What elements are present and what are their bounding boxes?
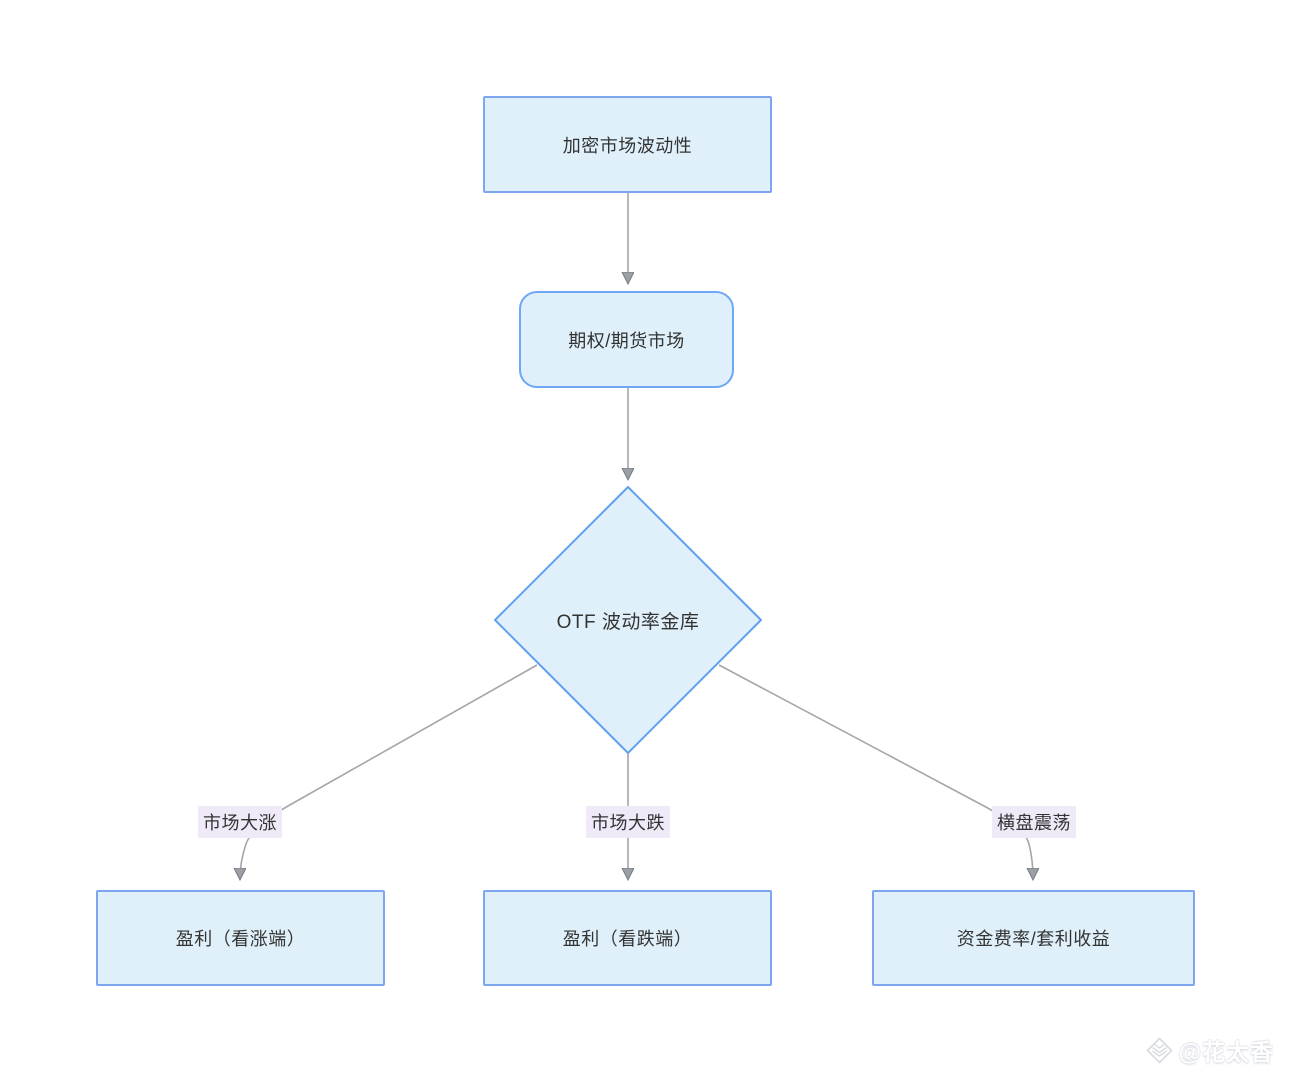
node-crypto-volatility-label: 加密市场波动性 <box>562 135 693 156</box>
edge-label-sideways: 横盘震荡 <box>992 806 1076 838</box>
node-crypto-volatility: 加密市场波动性 <box>483 96 772 193</box>
node-funding-arbitrage: 资金费率/套利收益 <box>872 890 1195 986</box>
node-profit-bear-side: 盈利（看跌端） <box>483 890 772 986</box>
node-profit-bull-side: 盈利（看涨端） <box>96 890 385 986</box>
node-profit-bear-side-label: 盈利（看跌端） <box>562 929 693 949</box>
node-profit-bull-side-label: 盈利（看涨端） <box>175 929 306 949</box>
node-options-futures-market: 期权/期货市场 <box>519 291 734 388</box>
node-funding-arbitrage-label: 资金费率/套利收益 <box>956 929 1111 949</box>
edge-vault-funding <box>718 664 1033 878</box>
edge-vault-bull <box>240 664 538 878</box>
edge-label-market-crash: 市场大跌 <box>586 806 670 838</box>
edge-label-market-surge: 市场大涨 <box>198 806 282 838</box>
vault-diamond-shape <box>494 486 762 754</box>
node-otf-vault-label: OTF 波动率金库 <box>556 611 700 633</box>
node-options-futures-market-label: 期权/期货市场 <box>568 330 685 351</box>
